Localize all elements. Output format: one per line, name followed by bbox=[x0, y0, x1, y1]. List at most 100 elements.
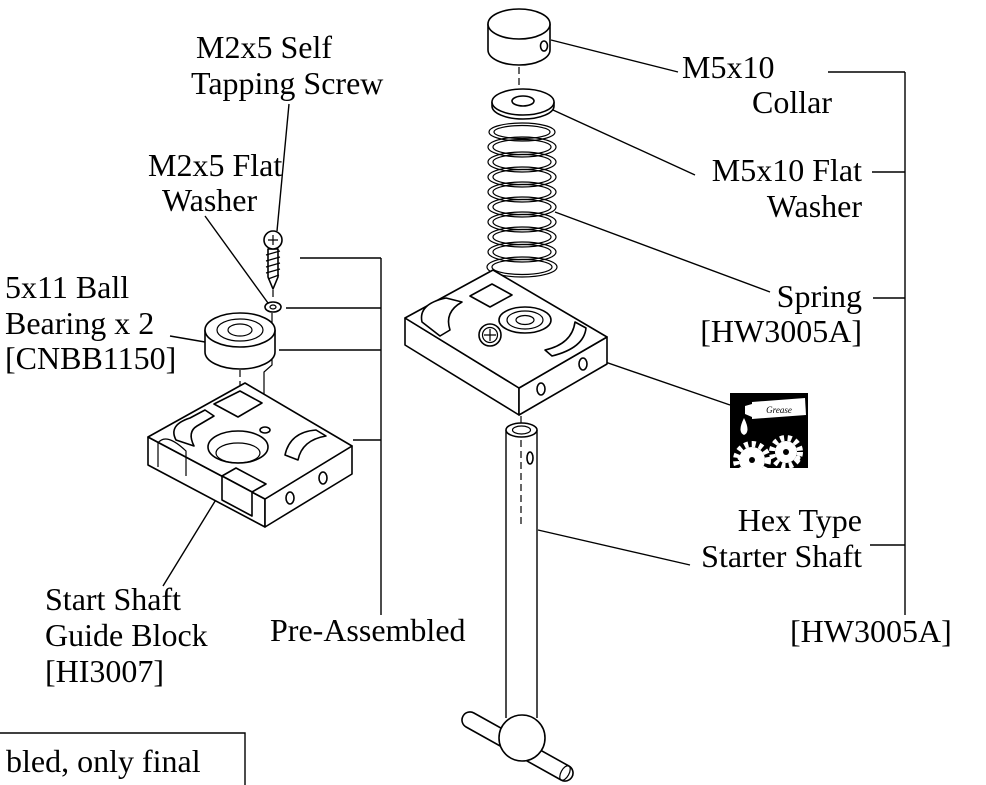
label-guide-block-part-number: [HI3007] bbox=[45, 653, 164, 689]
self-tapping-screw bbox=[263, 230, 283, 290]
guide-block-bore-depth bbox=[215, 442, 261, 464]
spring-coil bbox=[487, 226, 557, 248]
shaft-hex-bore bbox=[511, 425, 532, 435]
gear-hub bbox=[749, 457, 755, 463]
label-pre-assembled: Pre-Assembled bbox=[270, 612, 466, 648]
label-screw-washer-line-1: M2x5 Flat bbox=[148, 147, 282, 183]
shaft-top-end bbox=[505, 422, 538, 438]
label-assembly-part-number: [HW3005A] bbox=[790, 613, 952, 649]
washer-hole bbox=[269, 304, 277, 310]
label-spring: Spring bbox=[777, 278, 862, 314]
guide-block-front-notch bbox=[221, 475, 253, 517]
grease-drop-icon bbox=[740, 418, 748, 435]
collar-top bbox=[487, 8, 551, 40]
note-box: bled, only final bbox=[0, 732, 246, 785]
guide-block-rear-slot bbox=[213, 390, 263, 418]
leader-collar bbox=[550, 39, 679, 73]
block-screw-head-rim bbox=[481, 326, 499, 344]
collar-flat-washer bbox=[491, 88, 555, 120]
block-side-hole-1 bbox=[536, 382, 546, 396]
label-shaft-line-2: Starter Shaft bbox=[701, 538, 862, 574]
guide-block-top-slot bbox=[173, 409, 215, 447]
pre-assembled-bracket bbox=[279, 257, 382, 615]
guide-block-side-channel bbox=[157, 438, 187, 476]
block-side-hole-2 bbox=[578, 357, 588, 371]
collar-washer-hole bbox=[511, 95, 535, 107]
phillips-cross-icon bbox=[268, 235, 278, 245]
guide-block-side-hole-1 bbox=[285, 491, 295, 505]
block-bearing-bore bbox=[515, 314, 535, 326]
label-collar-washer-line-2: Washer bbox=[767, 188, 863, 224]
ball-bearing bbox=[204, 312, 276, 370]
leader-collar-washer bbox=[552, 109, 696, 176]
shaft-guide-block-assembled bbox=[404, 269, 608, 416]
label-bearing-line-2: Bearing x 2 bbox=[5, 305, 154, 341]
grease-dot bbox=[795, 455, 801, 461]
spring-coil bbox=[487, 136, 557, 158]
label-guide-block-line-1: Start Shaft bbox=[45, 581, 181, 617]
spring-coil bbox=[487, 211, 557, 233]
block-rear-pocket bbox=[469, 283, 513, 308]
grease-icon: Grease bbox=[730, 393, 808, 468]
note-text: bled, only final bbox=[6, 743, 201, 779]
assembly-bracket bbox=[828, 71, 906, 615]
collar bbox=[487, 8, 551, 66]
spring-coil bbox=[487, 196, 557, 218]
leader-screw bbox=[276, 103, 290, 232]
screw-flat-washer bbox=[264, 301, 282, 313]
note-box-border bbox=[0, 732, 246, 785]
spring bbox=[486, 122, 558, 278]
labels: M2x5 Self Tapping Screw M2x5 Flat Washer… bbox=[5, 29, 952, 689]
guide-block-screw-hole bbox=[259, 426, 271, 434]
guide-block-side-hole-2 bbox=[318, 471, 328, 485]
grease-dot bbox=[737, 455, 743, 461]
spring-coil bbox=[486, 256, 558, 278]
block-bearing-race bbox=[506, 310, 544, 330]
screw-shank bbox=[267, 248, 279, 290]
leader-shaft bbox=[537, 529, 691, 566]
label-spring-part-number: [HW3005A] bbox=[700, 313, 862, 349]
label-bearing-line-1: 5x11 Ball bbox=[5, 269, 129, 305]
block-curved-slot bbox=[544, 321, 587, 357]
gear-teeth bbox=[769, 435, 803, 468]
bearing-top bbox=[204, 312, 276, 348]
label-shaft-line-1: Hex Type bbox=[738, 502, 862, 538]
spring-coil bbox=[487, 166, 557, 188]
label-collar-washer-line-1: M5x10 Flat bbox=[712, 152, 862, 188]
block-left-cutout bbox=[420, 297, 463, 337]
start-shaft-guide-block bbox=[147, 382, 353, 528]
cross-pin-end bbox=[559, 765, 571, 781]
guide-block-bearing-bore bbox=[207, 430, 269, 464]
spring-coil-inner bbox=[493, 124, 551, 140]
bearing-bore bbox=[227, 323, 253, 337]
guide-block-curved-slot bbox=[284, 429, 327, 461]
leader-screw-washer bbox=[204, 215, 269, 304]
label-bearing-part-number: [CNBB1150] bbox=[5, 340, 176, 376]
label-guide-block-line-2: Guide Block bbox=[45, 617, 208, 653]
shaft-ball-end bbox=[498, 714, 546, 762]
grease-tube-icon bbox=[752, 398, 806, 419]
phillips-cross-icon bbox=[484, 329, 496, 341]
grease-tube-nozzle bbox=[745, 404, 752, 417]
collar-set-screw-hole bbox=[539, 40, 549, 52]
washer-outer bbox=[264, 301, 282, 313]
bearing-race bbox=[216, 318, 264, 342]
shaft-pin-hole bbox=[526, 451, 534, 465]
label-screw-line-1: M2x5 Self bbox=[196, 29, 332, 65]
gear-teeth bbox=[733, 441, 771, 468]
spring-coil bbox=[487, 151, 557, 173]
spring-coil bbox=[487, 241, 557, 263]
label-screw-line-2: Tapping Screw bbox=[191, 65, 383, 101]
screw-threads bbox=[265, 250, 281, 280]
label-collar-line-2: Collar bbox=[752, 84, 832, 120]
hex-type-starter-shaft bbox=[461, 422, 574, 782]
spring-coil-inner bbox=[491, 258, 553, 276]
grease-tube-label: Grease bbox=[766, 405, 792, 415]
label-screw-washer-line-2: Washer bbox=[162, 182, 258, 218]
spring-coil bbox=[487, 181, 557, 203]
label-collar-line-1: M5x10 bbox=[682, 49, 774, 85]
spring-coil bbox=[488, 122, 556, 142]
leader-bearing bbox=[169, 335, 206, 343]
leader-spring bbox=[554, 211, 771, 293]
